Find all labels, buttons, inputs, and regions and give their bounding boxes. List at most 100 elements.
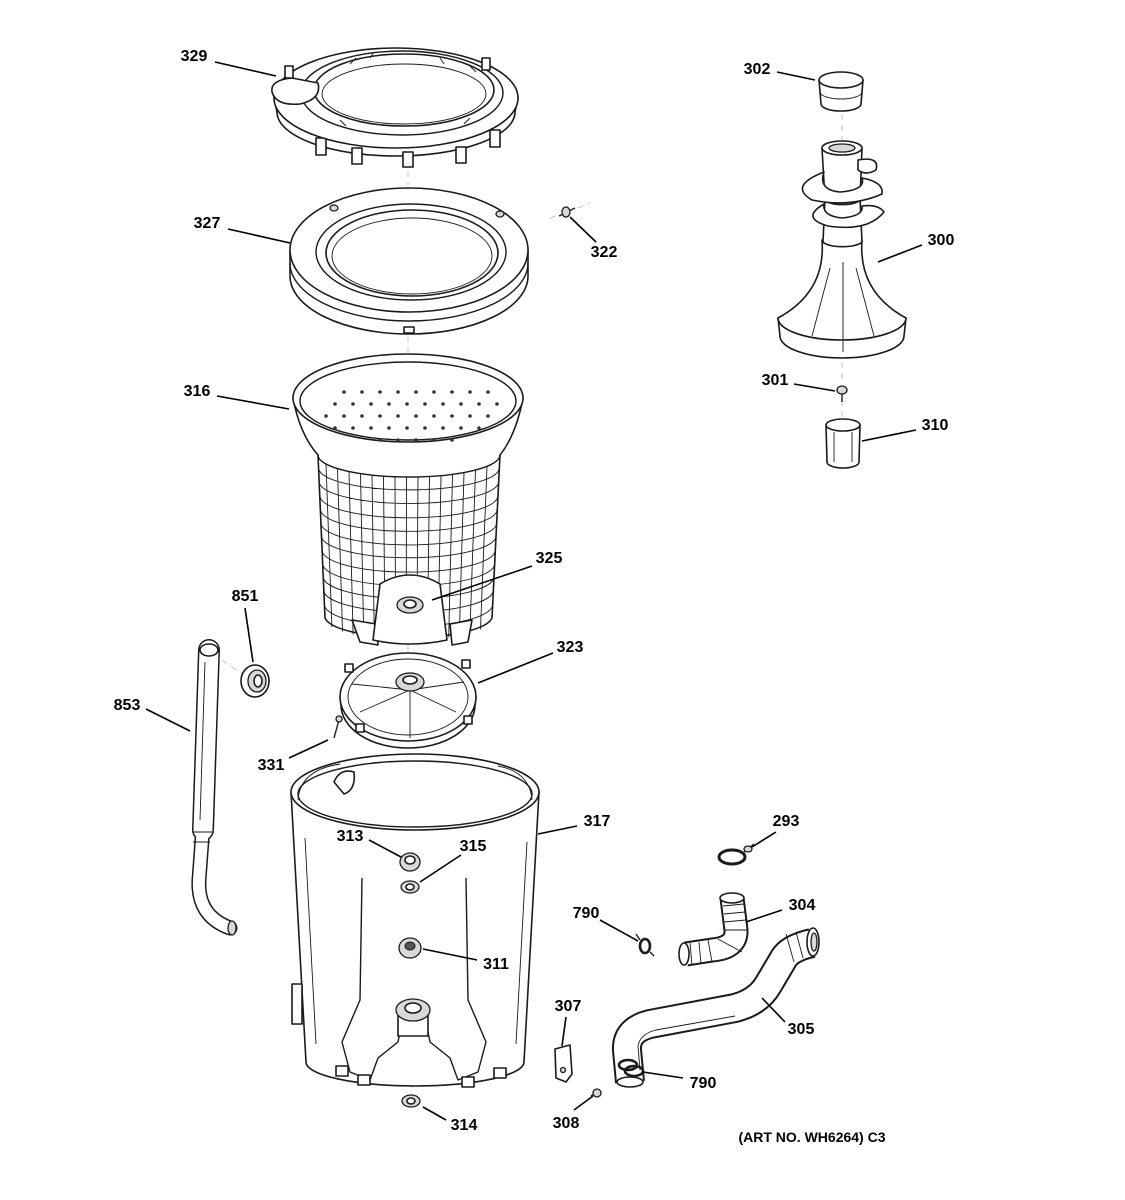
balance-ring-inner: [315, 203, 507, 301]
outer-tub-hub-bore: [404, 1002, 422, 1014]
basket-hole: [459, 426, 463, 430]
callout-293: 293: [773, 813, 800, 830]
tube-highlight: [199, 661, 206, 821]
hose-end-bore: [810, 932, 818, 952]
bracket-plate: [554, 1044, 573, 1083]
basket-hole: [432, 414, 436, 418]
leader-line-293: [751, 831, 777, 848]
outer-tub-port: [333, 770, 356, 795]
hub-plate-tab: [463, 715, 473, 725]
screw-331: [333, 715, 343, 739]
elbow-corrugation: [689, 903, 747, 966]
tub-cover-tab: [402, 151, 414, 168]
basket-hole: [441, 426, 445, 430]
basket-taper-edge: [317, 454, 501, 478]
hub-plate-ring: [347, 658, 469, 736]
bracket-hole: [559, 1066, 567, 1074]
tub-cover-spout: [271, 77, 320, 106]
leader-line-305: [761, 997, 786, 1023]
agitator-tube-bore: [828, 143, 856, 153]
callout-325: 325: [536, 550, 563, 567]
basket-hole: [423, 402, 427, 406]
agitator-fin: [801, 171, 883, 204]
callout-308: 308: [553, 1115, 580, 1132]
callout-307: 307: [555, 998, 582, 1015]
leader-line-325: [431, 565, 533, 601]
callout-327: 327: [194, 215, 221, 232]
drain-hose-305: [612, 927, 820, 1088]
agitator-rib: [811, 262, 875, 352]
outer-tub-side-line: [304, 837, 528, 1045]
basket-hole: [351, 402, 355, 406]
callout-304: 304: [789, 897, 816, 914]
tub-cover-tab: [455, 146, 467, 164]
callout-323: 323: [557, 639, 584, 656]
basket-hole: [333, 426, 337, 430]
tube-853: [191, 639, 238, 936]
leader-line-329: [214, 61, 277, 77]
leader-line-314: [422, 1106, 447, 1121]
basket-hole: [468, 414, 472, 418]
basket-hole: [396, 390, 400, 394]
balance-ring-hole: [495, 210, 505, 218]
tub-cover-clip: [481, 57, 491, 71]
wash-basket: [292, 353, 524, 646]
basket-hole: [360, 414, 364, 418]
outer-tub-foot: [335, 1065, 349, 1077]
basket-hole: [477, 426, 481, 430]
callout-315: 315: [460, 838, 487, 855]
basket-leg: [449, 619, 473, 646]
tube-body: [193, 640, 219, 840]
basket-hole: [432, 390, 436, 394]
elbow-top-end: [719, 892, 745, 904]
cap-top: [818, 71, 864, 89]
nut-bore: [404, 941, 416, 951]
hose-bottom-end: [616, 1076, 644, 1088]
cap-band: [819, 91, 863, 100]
screw-head: [592, 1088, 602, 1098]
basket-rim: [292, 353, 524, 443]
agitator: [777, 140, 907, 359]
washer-314: [401, 1094, 421, 1108]
leader-line-308: [573, 1095, 594, 1111]
basket-holes: [324, 390, 499, 442]
basket-hole: [333, 402, 337, 406]
agitator-fin: [812, 203, 885, 229]
basket-hole: [396, 438, 400, 442]
outer-tub-foot: [357, 1074, 371, 1086]
balance-ring-seam: [289, 262, 529, 322]
callout-301: 301: [762, 372, 789, 389]
basket-hole: [486, 390, 490, 394]
basket-hole: [450, 438, 454, 442]
agitator-cap: [818, 71, 864, 112]
outer-tub-foot: [493, 1067, 507, 1079]
outer-tub-rim-inner: [297, 760, 533, 828]
hose-body: [614, 930, 816, 1084]
basket-hole: [432, 438, 436, 442]
leader-line-317: [537, 825, 578, 835]
outer-tub: [290, 753, 540, 1088]
basket-hub-bore: [403, 599, 417, 609]
tub-cover-ring: [271, 47, 519, 168]
leader-line-313: [368, 839, 402, 858]
tub-cover-opening-edge: [321, 63, 487, 125]
basket-hole: [378, 414, 382, 418]
basket-hole: [342, 390, 346, 394]
basket-hole: [387, 402, 391, 406]
basket-hole: [441, 402, 445, 406]
clamp-790-upper: [635, 933, 655, 957]
basket-hole: [405, 402, 409, 406]
basket-hole: [378, 390, 382, 394]
washer-315: [400, 880, 420, 894]
leader-line-316: [216, 395, 290, 410]
basket-rim-inner: [299, 361, 517, 441]
clamp-293: [717, 843, 755, 866]
screw-head: [335, 715, 343, 723]
tube-top-eye: [199, 643, 219, 657]
callout-790-upper: 790: [573, 905, 600, 922]
clamp-coil: [638, 937, 652, 955]
basket-hole: [486, 414, 490, 418]
tub-cover-tab: [489, 129, 501, 148]
washer-hole: [406, 1097, 416, 1105]
